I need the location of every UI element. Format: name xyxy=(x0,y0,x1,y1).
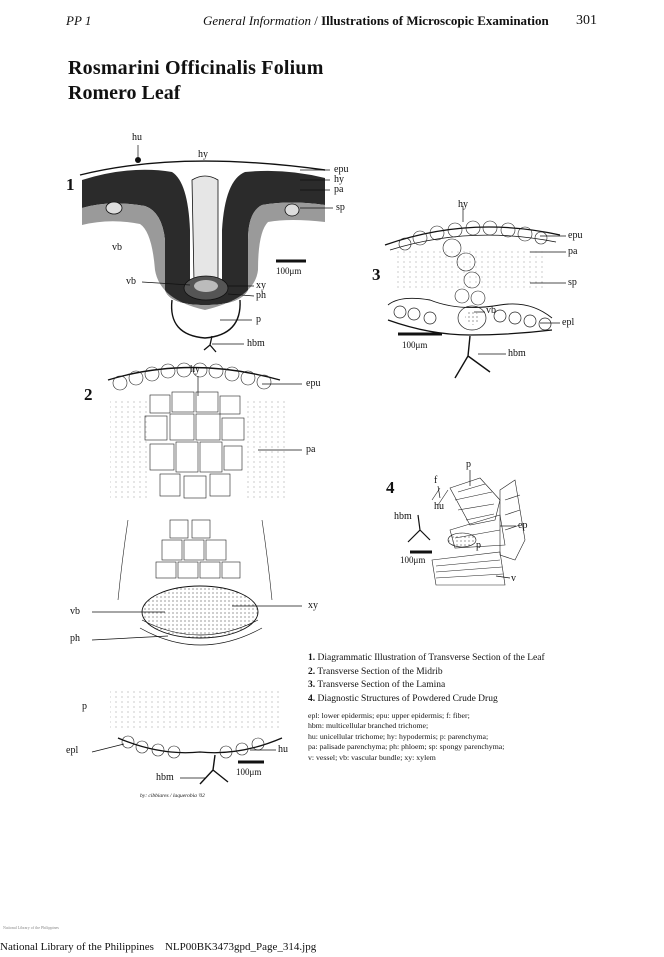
abbreviation-line: hbm: multicellular branched trichome; xyxy=(308,721,429,731)
figure-1-number: 1 xyxy=(66,175,75,194)
fig4-label-ep: ep xyxy=(518,520,528,531)
fig1-scale-label: 100μm xyxy=(276,266,302,276)
fig1-label-hu: hu xyxy=(132,132,142,143)
fig2-label-epu: epu xyxy=(306,378,321,389)
fig1-label-vb: vb xyxy=(126,276,136,287)
abbreviation-list: epl: lower epidermis; epu: upper epiderm… xyxy=(308,711,608,763)
fig4-label-f: f xyxy=(434,475,438,486)
abbreviation-line: pa: palisade parenchyma; ph: phloem; sp:… xyxy=(308,742,505,752)
fig2-label-p: p xyxy=(82,701,87,712)
fig3-label-pa: pa xyxy=(568,246,578,257)
header-section: General Information xyxy=(203,13,311,28)
fig2-label-hu: hu xyxy=(278,744,288,755)
illustrator-credit: by: cibbiares / laquerobia '02 xyxy=(140,793,205,799)
fig4-label-p-top: p xyxy=(466,459,471,470)
fig2-label-ph: ph xyxy=(70,633,80,644)
running-header-left: PP 1 xyxy=(66,13,92,28)
header-title: Illustrations of Microscopic Examination xyxy=(321,13,549,28)
figure-2-number: 2 xyxy=(84,385,93,404)
fig3-label-epl: epl xyxy=(562,317,575,328)
fig2-label-epl: epl xyxy=(66,745,79,756)
fig3-label-hy: hy xyxy=(458,199,468,210)
figure-1-drawing xyxy=(79,145,333,353)
fig3-label-sp: sp xyxy=(568,277,577,288)
page-subtitle: Romero Leaf xyxy=(68,82,181,104)
figure-legend: 1. Diagrammatic Illustration of Transver… xyxy=(308,652,608,706)
figure-3-drawing xyxy=(384,206,566,379)
running-header-title: General Information / Illustrations of M… xyxy=(203,13,549,29)
fig3-label-hbm: hbm xyxy=(508,348,526,359)
header-separator: / xyxy=(310,13,322,28)
legend-caption-1: 1. Diagrammatic Illustration of Transver… xyxy=(308,653,545,663)
fig2-label-vb: vb xyxy=(70,606,80,617)
footer-line: National Library of the Philippines NLP0… xyxy=(0,941,316,953)
abbreviation-line: hu: unicellular trichome; hy: hypodermis… xyxy=(308,731,489,741)
fig1-label-hy: hy xyxy=(198,149,208,160)
fig2-scale-label: 100μm xyxy=(236,767,262,777)
fig2-label-hy: hy xyxy=(190,364,200,375)
fig2-label-hbm: hbm xyxy=(156,772,174,783)
fig2-label-xy: xy xyxy=(308,600,318,611)
page-number: 301 xyxy=(576,13,597,28)
abbreviation-line: v: vessel; vb: vascular bundle; xy: xyle… xyxy=(308,752,436,762)
fig3-scale-label: 100μm xyxy=(402,340,428,350)
fig1-label-vb-left: vb xyxy=(112,242,122,253)
fig4-label-hbm: hbm xyxy=(394,511,412,522)
figure-3-number: 3 xyxy=(372,265,381,284)
legend-caption-2: 2. Transverse Section of the Midrib xyxy=(308,666,443,677)
abbreviation-line: epl: lower epidermis; epu: upper epiderm… xyxy=(308,711,470,720)
fig1-label-ph: ph xyxy=(256,290,266,301)
legend-caption-4: 4. Diagnostic Structures of Powdered Cru… xyxy=(308,693,498,704)
figure-4-drawing xyxy=(407,470,526,586)
fig3-label-vb: vb xyxy=(486,305,496,316)
legend-caption-3: 3. Transverse Section of the Lamina xyxy=(308,680,446,691)
fig1-label-hbm: hbm xyxy=(247,338,265,349)
fig4-scale-label: 100μm xyxy=(400,555,426,565)
fig3-label-epu: epu xyxy=(568,230,583,241)
fig1-label-p: p xyxy=(256,314,261,325)
fig2-label-pa: pa xyxy=(306,444,316,455)
figure-2-drawing xyxy=(91,362,302,785)
fig4-label-p: p xyxy=(476,540,481,551)
footer-library: National Library of the Philippines xyxy=(0,941,154,953)
footer-filename: NLP00BK3473gpd_Page_314.jpg xyxy=(164,941,317,953)
fig1-label-epu: epu xyxy=(334,164,349,175)
fig1-label-pa: pa xyxy=(334,184,344,195)
figure-4-number: 4 xyxy=(386,478,395,497)
fig4-label-v: v xyxy=(511,573,516,584)
fig1-label-xy: xy xyxy=(256,280,266,291)
page-title: Rosmarini Officinalis Folium xyxy=(68,57,324,79)
fig1-label-hy2: hy xyxy=(334,174,344,185)
footer-watermark: National Library of the Philippines xyxy=(3,925,59,930)
fig4-label-hu: hu xyxy=(434,501,444,512)
fig1-label-sp: sp xyxy=(336,202,345,213)
